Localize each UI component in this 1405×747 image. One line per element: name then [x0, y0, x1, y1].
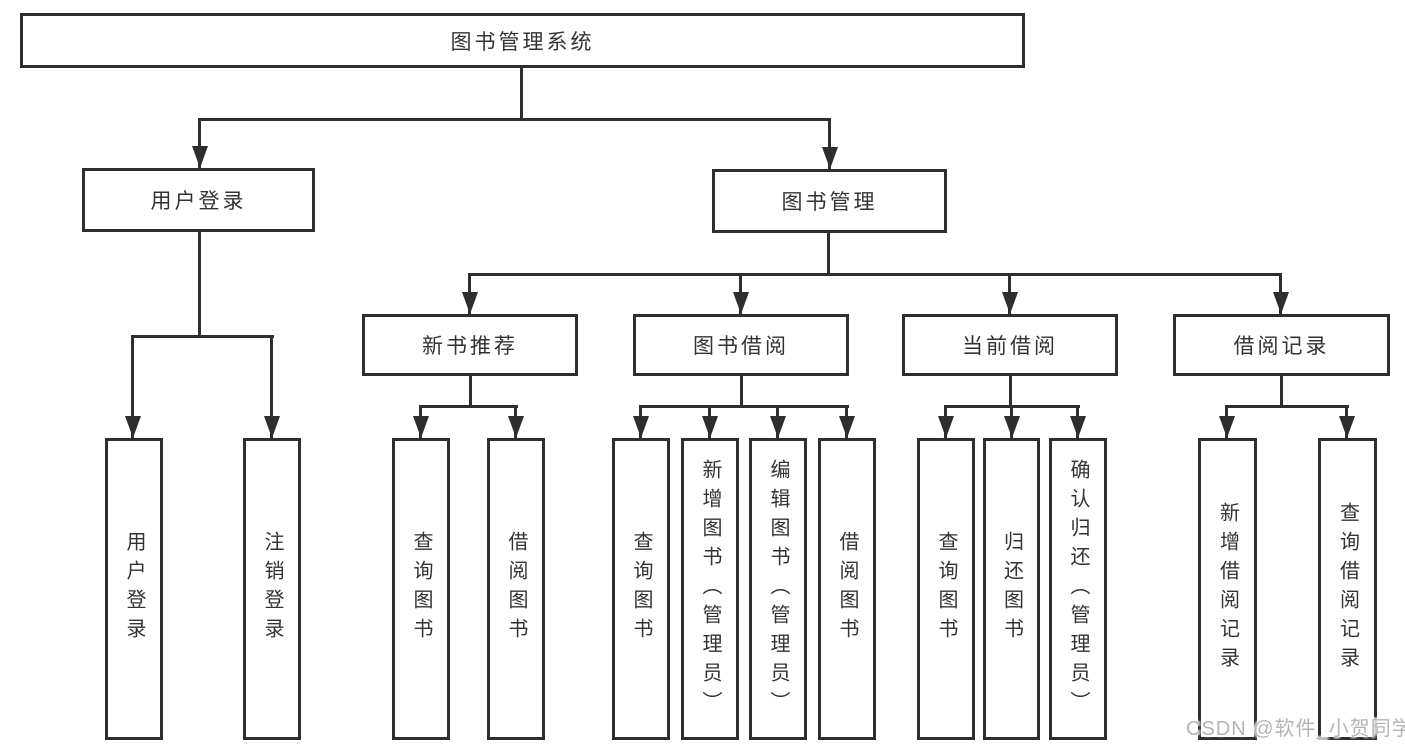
- arrowhead-leaf-user-login: [125, 416, 141, 438]
- edge-root-to-user-login: [198, 118, 201, 168]
- leaf-label: 查询图书: [935, 531, 957, 647]
- node-label: 当前借阅: [962, 335, 1058, 358]
- node-new-book-recommend: 新书推荐: [362, 314, 578, 376]
- edge-new-book-recommend-stem: [469, 376, 472, 405]
- node-label: 用户登录: [150, 190, 247, 213]
- csdn-watermark: CSDN @软件_小贺同学: [1186, 718, 1405, 740]
- node-label: 图书借阅: [693, 335, 789, 358]
- edge-user-login-stem: [198, 232, 201, 335]
- leaf-query-books-borrow: 查询图书: [612, 438, 670, 740]
- leaf-label: 借阅图书: [836, 531, 858, 647]
- arrowhead-confirm-return-admin: [1070, 416, 1086, 438]
- arrowhead-borrow-books-recommend: [508, 416, 524, 438]
- leaf-query-borrow-record: 查询借阅记录: [1318, 438, 1377, 740]
- edge-to-leaf-logout: [270, 335, 273, 438]
- arrowhead-edit-books-admin: [770, 416, 786, 438]
- leaf-logout: 注销登录: [243, 438, 301, 740]
- leaf-label: 新增图书（管理员）: [699, 458, 721, 720]
- arrowhead-query-borrow-record: [1339, 416, 1355, 438]
- arrowhead-new-book-recommend: [462, 292, 478, 314]
- leaf-confirm-return-admin: 确认归还（管理员）: [1049, 438, 1107, 740]
- leaf-borrow-books-recommend: 借阅图书: [487, 438, 545, 740]
- node-book-management-system: 图书管理系统: [20, 13, 1025, 68]
- leaf-query-books-recommend: 查询图书: [392, 438, 450, 740]
- leaf-add-borrow-record: 新增借阅记录: [1198, 438, 1257, 740]
- edge-user-login-branch: [132, 335, 274, 338]
- leaf-label: 借阅图书: [505, 531, 527, 647]
- arrowhead-return-books: [1004, 416, 1020, 438]
- edge-root-to-book-management: [828, 118, 831, 169]
- edge-book-management-stem: [827, 233, 830, 273]
- arrowhead-user-login: [192, 146, 208, 168]
- leaf-user-login: 用户登录: [105, 438, 163, 740]
- edge-current-borrow-stem: [1009, 376, 1012, 405]
- arrowhead-query-books-recommend: [413, 416, 429, 438]
- leaf-edit-books-admin: 编辑图书（管理员）: [749, 438, 807, 740]
- arrowhead-current-borrow: [1002, 292, 1018, 314]
- leaf-query-books-current: 查询图书: [917, 438, 975, 740]
- node-user-login: 用户登录: [82, 168, 315, 232]
- node-label: 图书管理系统: [450, 30, 595, 54]
- edge-borrow-records-branch: [1226, 405, 1349, 408]
- leaf-borrow-books: 借阅图书: [818, 438, 876, 740]
- edge-to-leaf-user-login: [131, 335, 134, 438]
- edge-root-branch: [199, 118, 831, 121]
- node-label: 新书推荐: [422, 335, 518, 358]
- leaf-label: 用户登录: [123, 531, 145, 647]
- leaf-label: 新增借阅记录: [1216, 502, 1239, 676]
- arrowhead-borrow-books: [839, 416, 855, 438]
- edge-book-borrow-branch: [640, 405, 849, 408]
- leaf-return-books: 归还图书: [983, 438, 1040, 740]
- node-current-borrow: 当前借阅: [902, 314, 1118, 376]
- arrowhead-book-borrow: [733, 292, 749, 314]
- node-book-management: 图书管理: [712, 169, 947, 233]
- edge-borrow-records-stem: [1280, 376, 1283, 405]
- node-label: 图书管理: [781, 191, 878, 214]
- leaf-add-books-admin: 新增图书（管理员）: [681, 438, 739, 740]
- leaf-label: 查询借阅记录: [1336, 502, 1359, 676]
- leaf-label: 注销登录: [261, 531, 283, 647]
- arrowhead-book-management: [822, 147, 838, 169]
- leaf-label: 查询图书: [410, 531, 432, 647]
- leaf-label: 查询图书: [630, 531, 652, 647]
- arrowhead-add-borrow-record: [1219, 416, 1235, 438]
- edge-book-management-branch: [469, 273, 1282, 276]
- arrowhead-borrow-records: [1273, 292, 1289, 314]
- edge-book-borrow-stem: [740, 376, 743, 405]
- leaf-label: 确认归还（管理员）: [1067, 458, 1089, 720]
- leaf-label: 编辑图书（管理员）: [767, 458, 789, 720]
- arrowhead-query-books-borrow: [633, 416, 649, 438]
- leaf-label: 归还图书: [1000, 531, 1023, 647]
- edge-new-book-recommend-branch: [420, 405, 518, 408]
- edge-root-stem: [520, 68, 523, 118]
- node-label: 借阅记录: [1233, 335, 1330, 358]
- node-borrow-records: 借阅记录: [1173, 314, 1390, 376]
- arrowhead-query-books-current: [938, 416, 954, 438]
- node-book-borrow: 图书借阅: [633, 314, 849, 376]
- arrowhead-leaf-logout: [264, 416, 280, 438]
- arrowhead-add-books-admin: [702, 416, 718, 438]
